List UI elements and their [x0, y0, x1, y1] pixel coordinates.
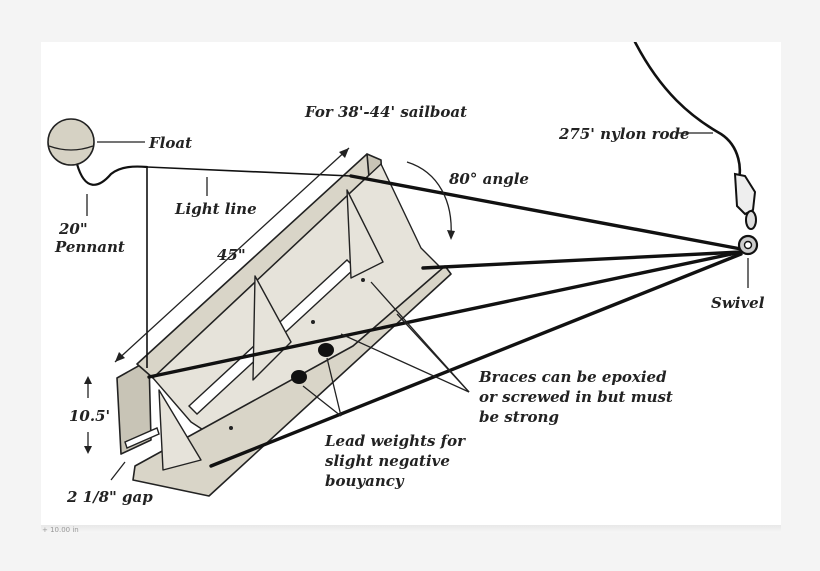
label-gap: 2 1/8" gap: [66, 488, 153, 506]
label-pennant: Pennant: [54, 238, 125, 256]
lead-weight-lower: [291, 370, 307, 384]
bridle-upper-mid: [421, 250, 743, 270]
pennant-line: [75, 162, 149, 186]
gap-slot: [124, 427, 160, 449]
label-float: Float: [148, 134, 192, 152]
label-weights-3: bouyancy: [325, 472, 405, 490]
bridle-lower-mid: [147, 250, 743, 379]
dimension-lines: [84, 132, 749, 481]
footer-ruler-text: + 10.00 in: [42, 526, 79, 534]
label-braces-3: be strong: [479, 408, 559, 426]
label-length: 45": [217, 246, 246, 264]
anchor-frame: [116, 153, 452, 497]
float-ball: [47, 118, 95, 166]
label-light-line: Light line: [174, 200, 257, 218]
swivel-hardware: [733, 172, 759, 256]
float: [47, 118, 95, 166]
bridle-top: [349, 174, 743, 251]
label-height: 10.5': [69, 407, 110, 425]
bridle-bottom: [209, 252, 743, 468]
lead-weight-upper: [318, 343, 334, 357]
brace-right: [346, 189, 384, 279]
label-swivel: Swivel: [711, 294, 765, 312]
label-pennant-size: 20": [58, 220, 88, 238]
label-nylon-rode: 275' nylon rode: [558, 125, 690, 143]
label-braces-1: Braces can be epoxied: [478, 368, 667, 386]
brace-left: [158, 389, 202, 471]
nylon-rode: [633, 42, 742, 179]
label-angle: 80° angle: [449, 170, 529, 188]
diagram-canvas: For 38'-44' sailboat Float 20" Pennant L…: [41, 42, 781, 525]
label-weights-1: Lead weights for: [324, 432, 466, 450]
sea-anchor-diagram: For 38'-44' sailboat Float 20" Pennant L…: [47, 42, 765, 506]
footer-bar: [41, 525, 781, 533]
label-weights-2: slight negative: [325, 452, 450, 470]
diagram-title: For 38'-44' sailboat: [304, 103, 467, 121]
light-line: [146, 166, 352, 177]
base-plate: [132, 265, 452, 497]
label-braces-2: or screwed in but must: [479, 388, 673, 406]
bridle-lines: [75, 162, 743, 468]
